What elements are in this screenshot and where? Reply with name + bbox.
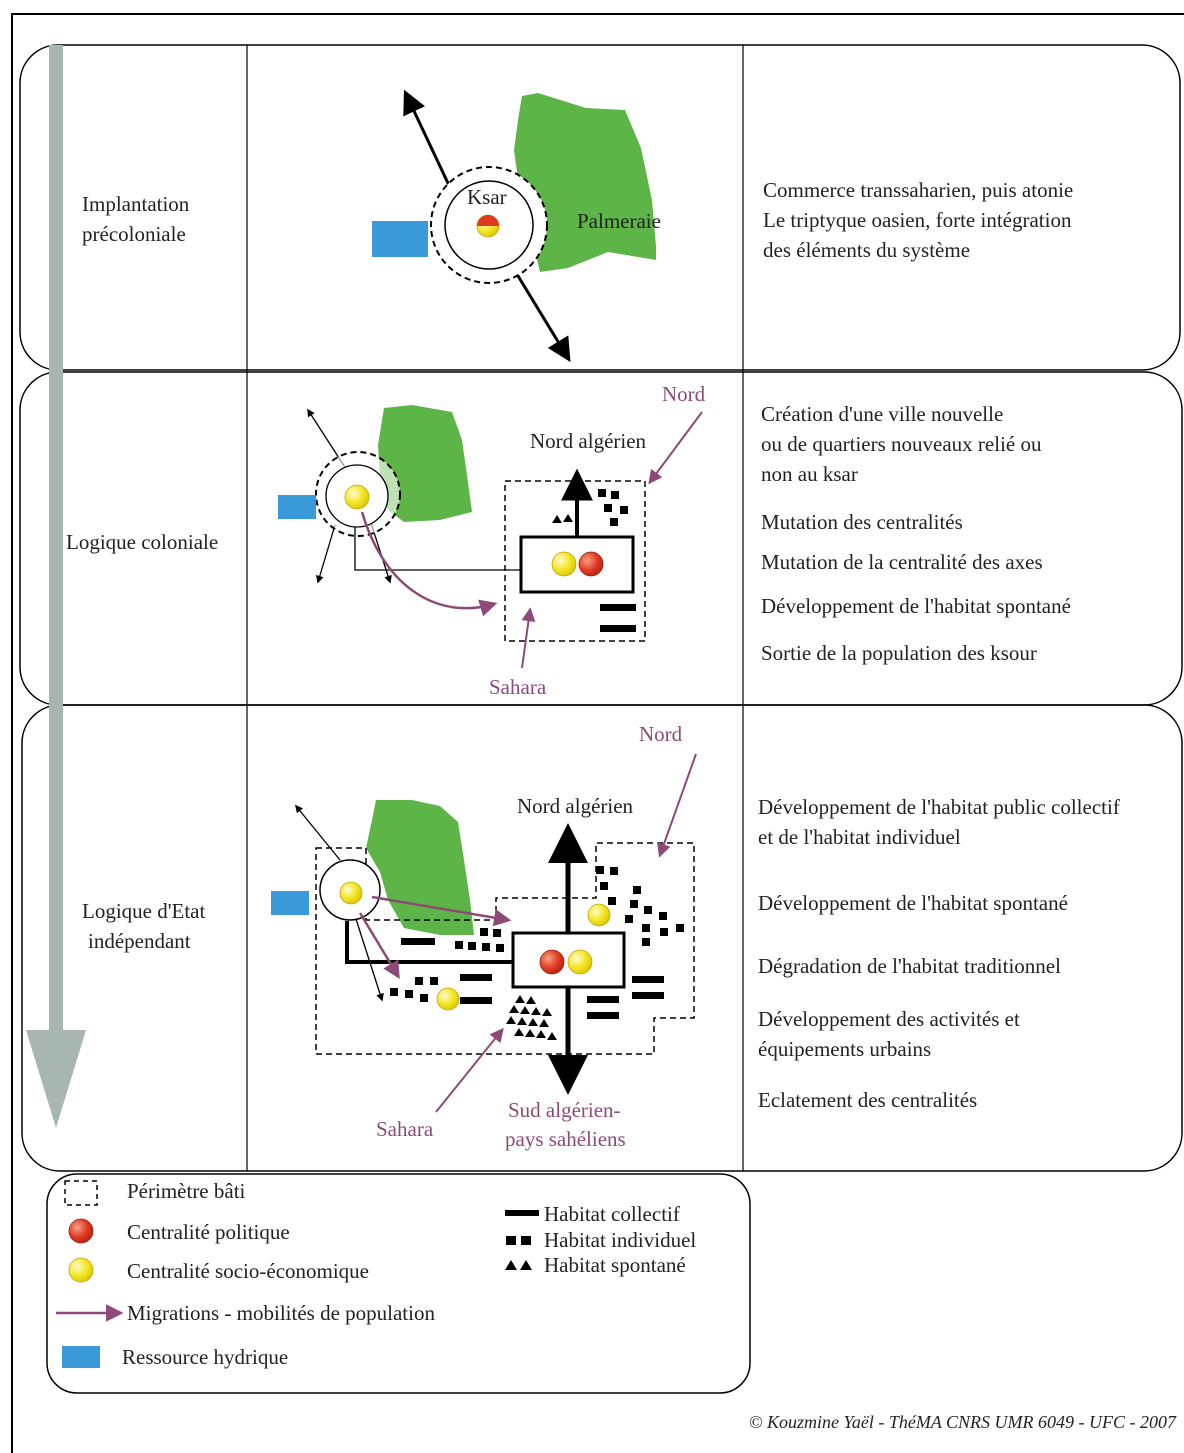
legend-collectif-label: Habitat collectif	[544, 1202, 680, 1226]
time-arrow	[26, 45, 86, 1128]
legend-political-icon	[68, 1218, 94, 1244]
phase-label-row1-line2: précoloniale	[82, 222, 186, 246]
description-line: Eclatement des centralités	[758, 1088, 977, 1112]
socio-centrality-icon	[587, 903, 611, 927]
water-resource-icon	[278, 495, 316, 519]
row2-diagram: Nord Nord algérien Sahara	[278, 382, 706, 699]
sud-label-line2: pays sahéliens	[505, 1127, 626, 1151]
description-line: des éléments du système	[763, 238, 970, 262]
habitat-collectif-cluster	[600, 604, 636, 632]
socio-centrality-icon	[436, 987, 460, 1011]
socio-centrality-icon	[567, 949, 593, 975]
legend-ressource-label: Ressource hydrique	[122, 1345, 288, 1369]
description-line: Mutation de la centralité des axes	[761, 550, 1043, 574]
row3-descriptions: Développement de l'habitat public collec…	[758, 795, 1120, 1112]
habitat-individuel-cluster	[598, 489, 628, 526]
habitat-spontane-cluster	[506, 995, 557, 1040]
description-line: Sortie de la population des ksour	[761, 641, 1037, 665]
legend-socio-label: Centralité socio-économique	[127, 1259, 369, 1283]
row2-descriptions: Création d'une ville nouvelle ou de quar…	[761, 402, 1071, 665]
legend-collectif-icon	[505, 1210, 539, 1216]
description-line: Mutation des centralités	[761, 510, 963, 534]
nord-algerien-label: Nord algérien	[530, 429, 647, 453]
description-line: non au ksar	[761, 462, 858, 486]
legend-politique-label: Centralité politique	[127, 1220, 290, 1244]
socio-centrality-icon	[344, 484, 370, 510]
legend-perimetre-label: Périmètre bâti	[127, 1179, 246, 1203]
palmeraie-shape	[366, 800, 474, 935]
legend-water-icon	[62, 1346, 100, 1368]
nord-label: Nord	[662, 382, 706, 406]
ksar-label: Ksar	[467, 185, 507, 209]
legend-spontane-label: Habitat spontané	[544, 1253, 686, 1277]
legend-box	[46, 1173, 751, 1394]
palmeraie-label: Palmeraie	[577, 209, 661, 233]
water-resource-icon	[271, 891, 309, 915]
figure-frame	[11, 13, 1184, 1453]
legend-socio-icon	[68, 1257, 94, 1283]
phase-label-row2: Logique coloniale	[66, 530, 218, 554]
phase-label-row3: Logique d'Etat	[82, 899, 205, 923]
description-line: ou de quartiers nouveaux relié ou	[761, 432, 1042, 456]
habitat-spontane-cluster	[552, 514, 573, 523]
legend-spontane-icon	[505, 1260, 532, 1270]
legend-individuel-label: Habitat individuel	[544, 1228, 696, 1252]
socio-centrality-icon	[339, 881, 363, 905]
description-line: Commerce transsaharien, puis atonie	[763, 178, 1073, 202]
sahara-label: Sahara	[489, 675, 547, 699]
palmeraie-shape	[378, 405, 472, 522]
water-resource-icon	[372, 221, 428, 257]
row1-diagram: Ksar Palmeraie	[372, 89, 661, 363]
description-line: Dégradation de l'habitat traditionnel	[758, 954, 1061, 978]
legend-individuel-icon	[506, 1236, 531, 1245]
description-line: Développement de l'habitat spontané	[761, 594, 1071, 618]
description-line: Développement des activités et	[758, 1007, 1020, 1031]
row3-diagram: Nord Nord algérien Sahara Sud algérien- …	[271, 722, 697, 1151]
political-centrality-icon	[578, 551, 604, 577]
socio-centrality-icon	[551, 551, 577, 577]
sahara-label: Sahara	[376, 1117, 434, 1141]
habitat-individuel-cluster	[390, 866, 684, 1002]
phase-label-row3-line2: indépendant	[88, 929, 191, 953]
row1-descriptions: Commerce transsaharien, puis atonie Le t…	[763, 178, 1073, 262]
bati-perimeter	[315, 842, 695, 1055]
nord-algerien-label: Nord algérien	[517, 794, 634, 818]
new-city-center	[519, 535, 635, 594]
row-panel-precoloniale	[19, 44, 1181, 371]
sud-label: Sud algérien-	[508, 1098, 621, 1122]
habitat-collectif-cluster	[401, 938, 664, 1019]
palmeraie-shape	[514, 93, 656, 272]
legend: Périmètre bâti Centralité politique Cent…	[46, 1173, 751, 1394]
description-line: équipements urbains	[758, 1037, 931, 1061]
phase-label-row1: Implantation	[82, 192, 190, 216]
description-line: Création d'une ville nouvelle	[761, 402, 1003, 426]
description-line: Le triptyque oasien, forte intégration	[763, 208, 1072, 232]
description-line: Développement de l'habitat public collec…	[758, 795, 1120, 819]
credit-text: © Kouzmine Yaël - ThéMA CNRS UMR 6049 - …	[749, 1412, 1177, 1432]
row-panel-etat-independant	[21, 704, 1183, 1172]
nord-label: Nord	[639, 722, 683, 746]
half-centrality-icon	[476, 214, 500, 238]
legend-perimeter-icon	[64, 1180, 98, 1206]
description-line: et de l'habitat individuel	[758, 825, 961, 849]
political-centrality-icon	[539, 949, 565, 975]
description-line: Développement de l'habitat spontané	[758, 891, 1068, 915]
legend-migrations-label: Migrations - mobilités de population	[127, 1301, 435, 1325]
